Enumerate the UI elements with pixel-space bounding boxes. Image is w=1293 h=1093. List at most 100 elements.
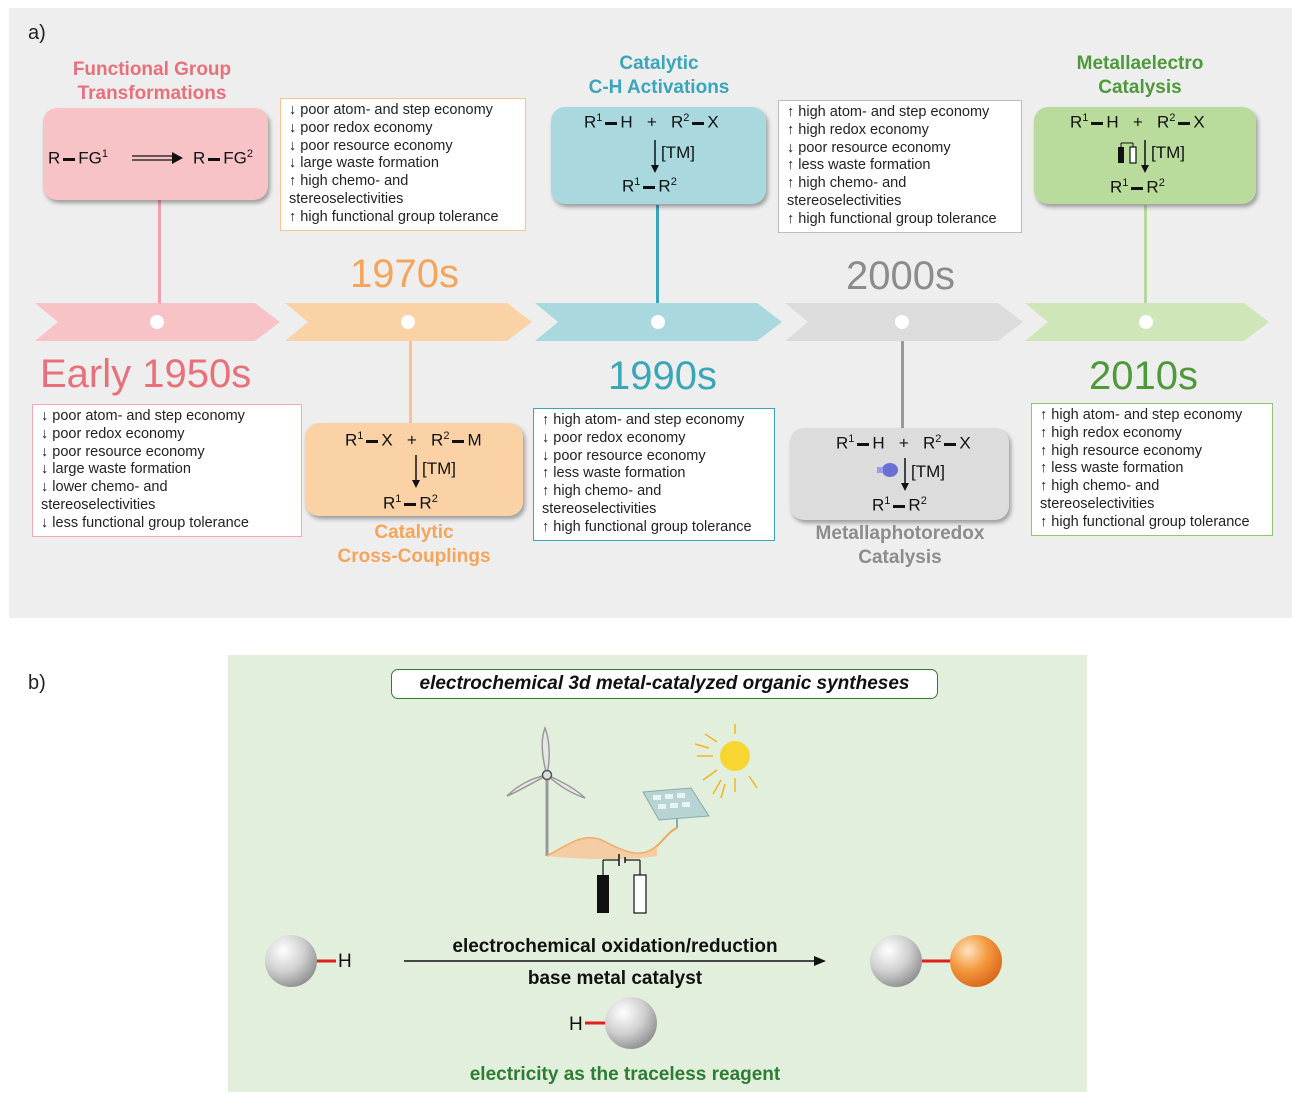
substrate-molecule: [265, 935, 336, 987]
title-line-1: Catalytic: [619, 53, 699, 74]
multistep-arrow-icon: [132, 152, 183, 164]
catalyst-2010s: [TM]: [1151, 143, 1185, 162]
property-item: stereoselectivities: [41, 496, 156, 513]
title-line-2: C-H Activations: [588, 77, 730, 98]
property-item: ↑ high functional group tolerance: [542, 518, 752, 535]
year-2010s: 2010s: [1089, 354, 1198, 398]
property-item: ↓ large waste formation: [289, 155, 439, 172]
property-item: ↓ poor resource economy: [41, 443, 205, 460]
property-item: ↑ high atom- and step economy: [1040, 407, 1243, 423]
sun-icon: [694, 724, 758, 799]
property-item: ↑ less waste formation: [1040, 460, 1184, 477]
property-item: ↑ high atom- and step economy: [542, 412, 745, 428]
property-item: ↓ poor resource economy: [542, 447, 706, 464]
property-item: ↑ high functional group tolerance: [1040, 513, 1250, 530]
arrow-label-bottom: base metal catalyst: [527, 968, 703, 989]
properties-2000s: ↑ high atom- and step economy ↑ high red…: [778, 100, 1022, 233]
panel-a-label: a): [28, 22, 46, 44]
property-item: ↑ less waste formation: [787, 157, 931, 174]
title-line-1: Metallaphotoredox: [815, 523, 985, 544]
title-line-1: Catalytic: [374, 522, 454, 543]
year-1990s: 1990s: [608, 354, 717, 398]
scheme-box-1970s: [305, 423, 523, 516]
property-item: ↑ high atom- and step economy: [787, 104, 990, 120]
title-cross-couplings: Catalytic Cross-Couplings: [300, 521, 528, 569]
title-fg-transformations: Functional Group Transformations: [38, 58, 266, 106]
panel-b-label: b): [28, 672, 46, 694]
property-item: ↓ poor redox economy: [542, 429, 686, 446]
property-item: ↓ poor resource economy: [289, 137, 453, 154]
wind-turbine-icon: [506, 725, 586, 856]
title-line-2: Catalysis: [858, 547, 942, 568]
property-item: stereoselectivities: [787, 192, 902, 209]
year-1970s: 1970s: [350, 252, 459, 296]
reaction-arrow-icon: [412, 455, 420, 488]
property-item: ↓ poor redox economy: [41, 425, 185, 442]
timeline-arrow: [35, 198, 1269, 429]
light-bulb-icon: [877, 463, 898, 477]
properties-1950s: ↓ poor atom- and step economy ↓ poor red…: [32, 404, 302, 537]
electrode-cell-icon: [597, 854, 647, 914]
title-line-1: Functional Group: [72, 59, 232, 80]
property-item: ↓ poor resource economy: [787, 139, 951, 156]
reaction-arrow-icon: [901, 458, 909, 491]
property-item: ↑ high resource economy: [1040, 442, 1202, 459]
arrow-label-top: electrochemical oxidation/reduction: [452, 936, 778, 957]
property-item: ↑ high chemo- and: [1040, 478, 1160, 495]
property-item: ↓ poor atom- and step economy: [289, 102, 493, 118]
catalyst-1990s: [TM]: [661, 143, 695, 162]
property-item: ↑ high chemo- and: [787, 175, 907, 192]
property-item: stereoselectivities: [542, 500, 657, 517]
timeline-dot-1990s: [651, 315, 665, 329]
title-line-2: Cross-Couplings: [337, 546, 491, 567]
timeline-dot-2000s: [895, 315, 909, 329]
coupling-partner-molecule: [585, 997, 657, 1049]
stem-1970s: [409, 341, 412, 423]
stem-1950s: [158, 198, 161, 303]
stem-1990s: [656, 205, 659, 303]
scheme-box-1990s: [551, 107, 766, 204]
timeline-dot-1950s: [150, 315, 164, 329]
timeline-dot-2010s: [1139, 315, 1153, 329]
title-line-2: Transformations: [77, 83, 227, 104]
property-item: ↓ less functional group tolerance: [41, 514, 249, 531]
electrode-pair-icon: [1118, 142, 1137, 164]
h-atom-label-2: H: [569, 1014, 583, 1035]
scheme-box-2000s: [790, 428, 1009, 520]
renewable-energy-illustration: [506, 724, 758, 914]
title-ch-activations: Catalytic C-H Activations: [545, 52, 773, 100]
property-item: ↑ high chemo- and: [289, 173, 409, 190]
properties-1970s: ↓ poor atom- and step economy ↓ poor red…: [280, 98, 526, 231]
property-item: ↑ less waste formation: [542, 465, 686, 482]
product-molecule: [870, 935, 1002, 987]
reaction-arrow: [404, 956, 826, 966]
catalyst-1970s: [TM]: [422, 459, 456, 478]
panel-b-footer: electricity as the traceless reagent: [469, 1064, 781, 1085]
property-item: ↑ high redox economy: [787, 121, 929, 138]
title-line-2: Catalysis: [1098, 77, 1182, 98]
title-line-1: Metallaelectro: [1076, 53, 1204, 74]
property-item: ↓ poor atom- and step economy: [41, 408, 245, 424]
properties-2010s: ↑ high atom- and step economy ↑ high red…: [1031, 403, 1273, 536]
h-atom-label: H: [338, 951, 352, 972]
reaction-arrow-icon: [651, 140, 659, 173]
title-metallaphotoredox: Metallaphotoredox Catalysis: [786, 522, 1014, 570]
year-early-1950s: Early 1950s: [40, 352, 252, 396]
property-item: ↓ poor redox economy: [289, 119, 433, 136]
properties-1990s: ↑ high atom- and step economy ↓ poor red…: [533, 408, 775, 541]
catalyst-2000s: [TM]: [911, 462, 945, 481]
property-item: ↑ high functional group tolerance: [787, 210, 997, 227]
stem-2000s: [901, 341, 904, 429]
property-item: ↑ high redox economy: [1040, 424, 1182, 441]
property-item: ↓ lower chemo- and: [41, 479, 168, 496]
property-item: ↑ high functional group tolerance: [289, 208, 499, 225]
reaction-arrow-icon: [1141, 140, 1149, 173]
